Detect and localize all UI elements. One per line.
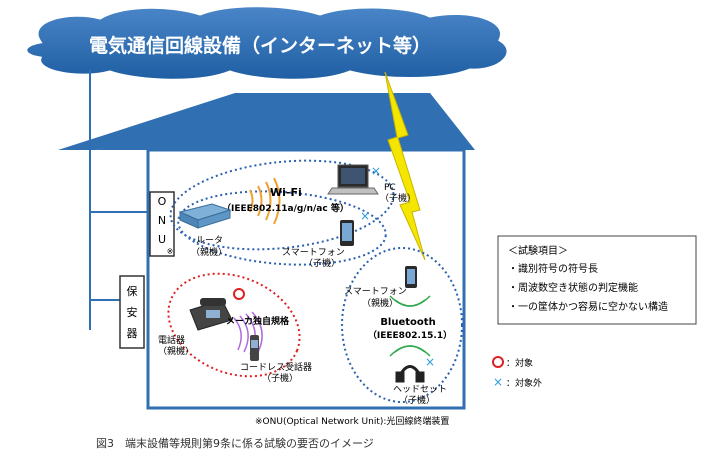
smartphone-child-label2: （子機） (304, 257, 340, 269)
cloud: 電気通信回線設備（インターネット等） (24, 4, 510, 82)
wifi-waves (249, 177, 281, 225)
bt-std: （IEEE802.15.1） (368, 330, 452, 341)
headset-excluded-mark: × (425, 355, 435, 369)
test-item-2: ・周波数空き状態の判定機能 (508, 281, 638, 294)
footnote: ※ONU(Optical Network Unit):光回線終端装置 (255, 415, 449, 427)
cordless-handset-icon (250, 335, 259, 361)
smartphone-child-label1: スマートフォン (282, 248, 345, 258)
hoanki-char-3: 器 (127, 327, 138, 340)
wifi-ellipse-phone (177, 190, 387, 266)
test-item-1: ・識別符号の符号長 (508, 262, 598, 275)
onu-char-2: N (158, 214, 166, 227)
maker-ellipse (167, 272, 301, 378)
router-label1: ルータ (196, 235, 223, 246)
maker-label: メーカ独自規格 (226, 315, 290, 327)
cordless-label1: コードレス受話器 (240, 361, 312, 373)
smartphone-parent-icon (405, 266, 417, 288)
bt-parent-label1: スマートフォン (344, 287, 407, 297)
hoanki-char-2: 安 (127, 305, 138, 319)
pc-excluded-mark: × (371, 164, 381, 178)
headset-label2: （子機） (399, 394, 435, 406)
wifi-title: Wi-Fi (270, 186, 302, 199)
legend-excluded-label: ：対象外 (506, 377, 542, 389)
test-items-box: ＜試験項目＞ ・識別符号の符号長 ・周波数空き状態の判定機能 ・一の筐体かつ容易… (497, 235, 697, 325)
bt-title: Bluetooth (380, 317, 435, 328)
legend-target-label: ：対象 (506, 357, 533, 369)
house-roof (58, 93, 475, 150)
onu-char-1: O (158, 195, 167, 208)
hoanki-box: 保 安 器 (119, 275, 145, 349)
wifi-ellipse-pc (169, 159, 395, 251)
desk-phone-icon (189, 298, 233, 331)
onu-mark: ※ (167, 247, 174, 256)
hoanki-char-1: 保 (127, 284, 138, 298)
phone-child-excluded-mark: × (360, 209, 370, 223)
phone-label1: 電話器 (158, 334, 185, 346)
smartphone-child-icon (340, 220, 354, 246)
onu-box: O N U ※ (149, 191, 175, 257)
network-lines (89, 70, 150, 330)
pc-label2: （子機） (380, 192, 416, 204)
phone-label2: （親機） (158, 345, 194, 357)
bluetooth-waves (389, 295, 431, 357)
headset-icon (395, 365, 425, 383)
cloud-label: 電気通信回線設備（インターネット等） (89, 34, 431, 57)
lightning-bolt (384, 71, 426, 261)
bt-parent-label2: （親機） (362, 297, 398, 309)
onu-char-3: U (158, 233, 166, 246)
maker-target-mark (233, 288, 245, 300)
router-icon (178, 203, 232, 229)
cordless-label2: （子機） (262, 372, 298, 384)
bluetooth-ellipse (341, 247, 463, 403)
headset-label1: ヘッドセット (393, 384, 447, 395)
house-roof-fill (95, 110, 455, 150)
figure-caption: 図3 端末設備等規則第9条に係る試験の要否のイメージ (96, 436, 374, 450)
laptop-icon (327, 164, 379, 195)
legend-excluded-mark: × (493, 375, 503, 389)
wifi-std: （IEEE802.11a/g/n/ac 等） (222, 202, 349, 214)
test-box-title: ＜試験項目＞ (508, 244, 568, 257)
test-item-3: ・一の筐体かつ容易に空かない構造 (508, 300, 668, 313)
legend: ：対象 × ：対象外 (492, 356, 542, 389)
router-label2: （親機） (191, 246, 227, 258)
pc-label1: PC (384, 183, 396, 193)
legend-target-mark (492, 356, 504, 368)
house-walls (146, 148, 466, 410)
